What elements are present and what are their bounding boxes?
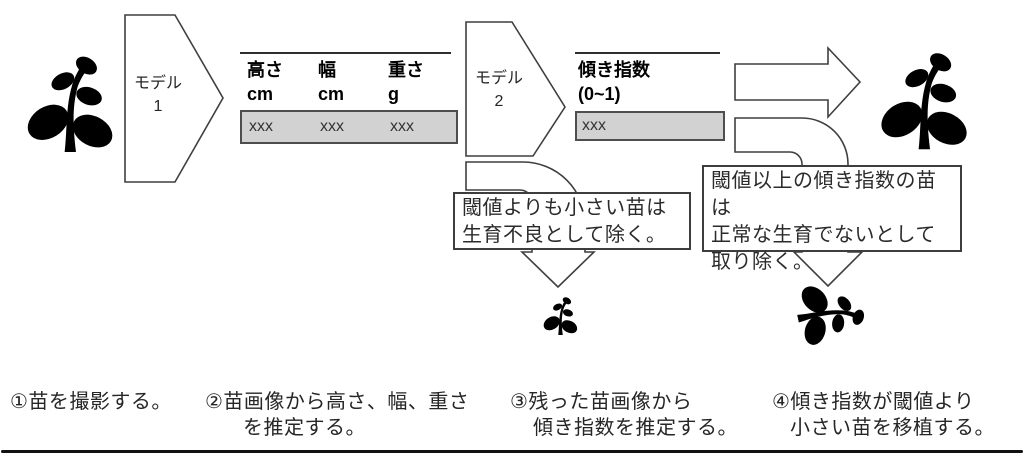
- small-seedling-icon: [542, 297, 578, 335]
- note2-line3: 取り除く。: [711, 251, 814, 273]
- table2-top-rule: [575, 52, 720, 54]
- caption-step3-line2: 傾き指数を推定する。: [533, 417, 738, 439]
- table1-header-height: 高さ cm: [247, 58, 318, 106]
- col-tilt-name: 傾き指数: [578, 60, 650, 80]
- table2-value-tilt: xxx: [582, 117, 606, 134]
- seedling-icon: [22, 56, 116, 152]
- caption-step2-line2: を推定する。: [243, 417, 366, 439]
- caption-step1-line1: ①苗を撮影する。: [10, 391, 172, 413]
- col-weight-unit: g: [388, 84, 399, 104]
- caption-step2-line1: ②苗画像から高さ、幅、重さ: [205, 391, 470, 413]
- caption-step4-line2: 小さい苗を移植する。: [790, 417, 995, 439]
- table1-value-height: xxx: [249, 118, 273, 135]
- seedling-icon: [879, 51, 967, 151]
- caption-step2: ②苗画像から高さ、幅、重さ を推定する。: [205, 389, 469, 441]
- note2-line1: 閾値以上の傾き指数の苗は: [711, 170, 937, 219]
- table1-value-row: xxx xxx xxx: [240, 110, 458, 144]
- table1-header-weight: 重さ g: [388, 58, 451, 106]
- model1-label: モデル 1: [118, 72, 198, 118]
- note-remove-small-seedlings: 閾値よりも小さい苗は 生育不良として除く。: [453, 192, 691, 250]
- note-remove-tilted-seedlings: 閾値以上の傾き指数の苗は 正常な生育でないとして 取り除く。: [702, 165, 962, 273]
- col-tilt-range: (0~1): [578, 84, 621, 104]
- col-height-name: 高さ: [247, 60, 283, 80]
- caption-step1: ①苗を撮影する。: [10, 389, 172, 415]
- model1-label-line1: モデル: [133, 75, 182, 92]
- caption-step4-line1: ④傾き指数が閾値より: [772, 391, 975, 413]
- model2-label: モデル 2: [459, 67, 539, 113]
- note1-line1: 閾値よりも小さい苗は: [462, 197, 667, 219]
- table1-header-width: 幅 cm: [318, 58, 388, 106]
- model2-label-line2: 2: [494, 93, 504, 110]
- right-arrow-icon: [734, 45, 862, 120]
- model1-pentagon-shape: [124, 14, 224, 183]
- caption-step3: ③残った苗画像から 傾き指数を推定する。: [510, 389, 738, 441]
- table2-value-row: xxx: [575, 111, 725, 141]
- col-height-unit: cm: [247, 84, 274, 104]
- table2-header: 傾き指数 (0~1): [575, 58, 723, 106]
- model2-pentagon-shape: [465, 21, 566, 157]
- caption-step4: ④傾き指数が閾値より 小さい苗を移植する。: [772, 389, 995, 441]
- note1-line2: 生育不良として除く。: [462, 224, 667, 246]
- col-width-name: 幅: [318, 60, 336, 80]
- note2-line2: 正常な生育でないとして: [711, 224, 936, 246]
- col-weight-name: 重さ: [388, 60, 424, 80]
- table1-header-row: 高さ cm 幅 cm 重さ g: [240, 58, 458, 106]
- table1-value-width: xxx: [320, 118, 344, 135]
- table1-top-rule: [240, 52, 451, 54]
- col-width-unit: cm: [318, 84, 345, 104]
- caption-step3-line1: ③残った苗画像から: [510, 391, 693, 413]
- model1-label-line2: 1: [153, 98, 163, 115]
- bottom-divider: [1, 450, 1023, 453]
- table1-value-weight: xxx: [390, 118, 414, 135]
- model2-label-line1: モデル: [474, 70, 523, 87]
